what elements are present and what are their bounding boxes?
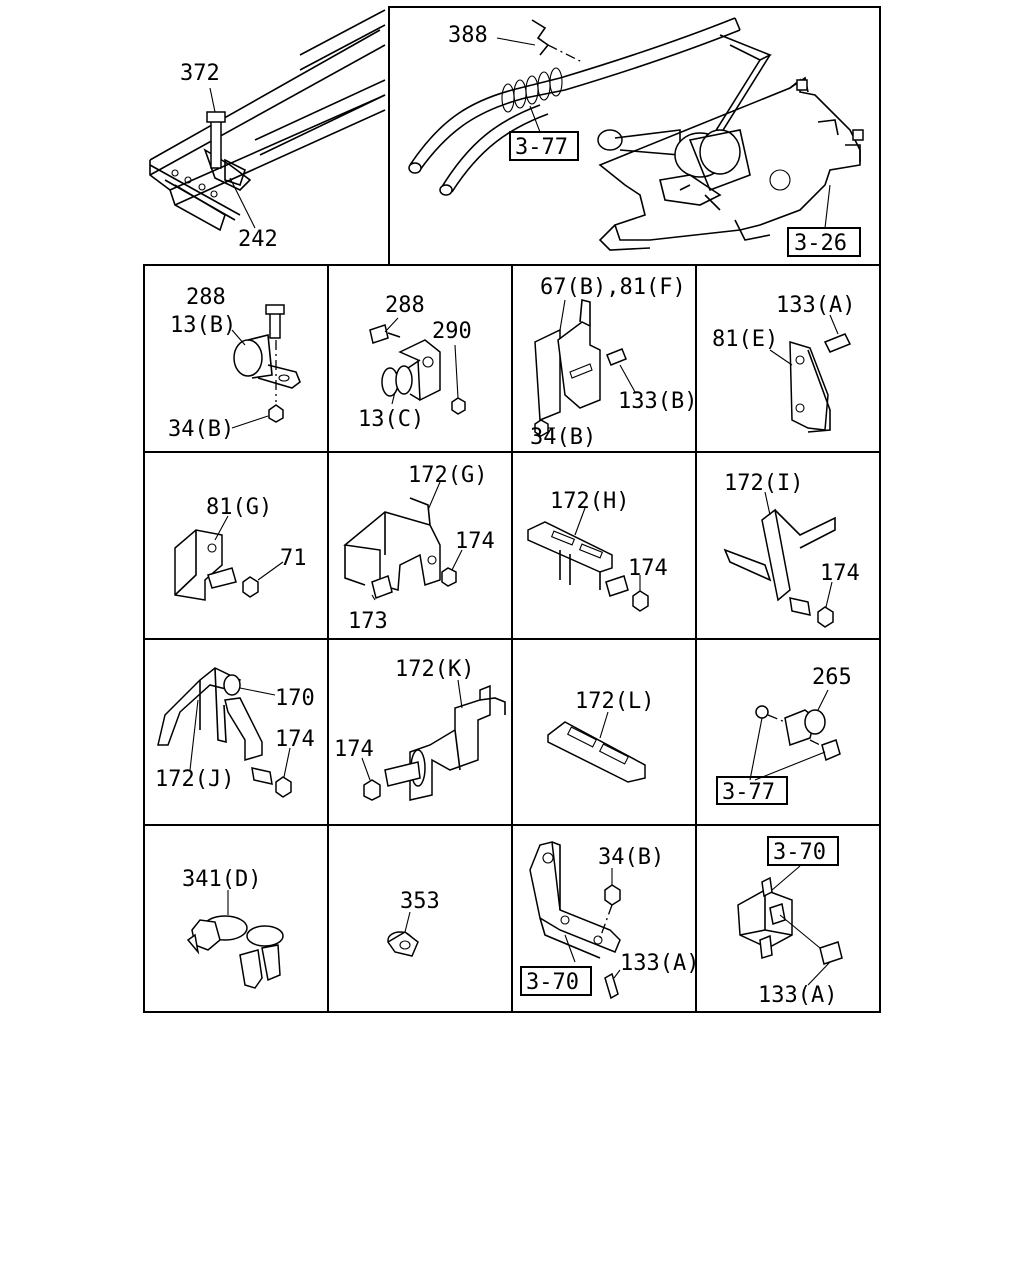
cell1-label-13b: 13(B) (170, 313, 236, 338)
cell1-label-288: 288 (186, 285, 226, 310)
top-right-hose-assembly (408, 17, 772, 196)
callout-242: 242 (238, 227, 278, 252)
ref-box-3-77-top (509, 131, 579, 161)
cell7-label-174: 174 (628, 556, 668, 581)
cell15-label-34b: 34(B) (598, 845, 664, 870)
callout-372: 372 (180, 61, 220, 86)
cell5-label-81g: 81(G) (206, 495, 272, 520)
leader-3-77-top (529, 105, 541, 133)
top-right-bracket-plate (597, 76, 864, 251)
cell5-label-71: 71 (280, 546, 307, 571)
ref-3-77-top: 3-77 (515, 135, 568, 160)
ref-box-3-70-cell16 (767, 836, 839, 866)
cell-12-clamp-265 (749, 689, 841, 781)
cell13-label-341d: 341(D) (182, 867, 261, 892)
ref-3-70-cell16: 3-70 (773, 840, 826, 865)
cell3-label-67b-81f: 67(B),81(F) (540, 275, 686, 300)
cell12-label-265: 265 (812, 665, 852, 690)
cell-1-clamp-13b (231, 304, 301, 429)
cell2-label-13c: 13(C) (358, 407, 424, 432)
cell-3-bracket-67b-81f (534, 298, 636, 437)
cell1-label-34b: 34(B) (168, 417, 234, 442)
cell6-label-174: 174 (455, 529, 495, 554)
cell9-label-170: 170 (275, 686, 315, 711)
cell2-label-290: 290 (432, 319, 472, 344)
cell4-label-81e: 81(E) (712, 327, 778, 352)
cell-15-bracket-3-70 (529, 841, 621, 1000)
cell-4-plate-81e (769, 314, 852, 433)
cell-16-bracket-3-70 (737, 865, 843, 986)
cell9-label-174: 174 (275, 727, 315, 752)
leader-388 (496, 37, 536, 46)
cell14-label-353: 353 (400, 889, 440, 914)
cell15-label-133a: 133(A) (620, 951, 699, 976)
ref-3-26: 3-26 (794, 231, 847, 256)
cell-2-clamp-13c (369, 317, 466, 415)
callout-388: 388 (448, 23, 488, 48)
cell2-label-288: 288 (385, 293, 425, 318)
cell6-label-173: 173 (348, 609, 388, 634)
ref-box-3-70-cell15 (520, 966, 592, 996)
ref-box-3-26 (787, 227, 861, 257)
cell10-label-174: 174 (334, 737, 374, 762)
cell-10-bracket-172k (361, 679, 506, 801)
parts-grid (143, 264, 881, 1013)
separator-symbol-388 (531, 19, 550, 56)
ref-box-3-77-cell12 (716, 776, 788, 805)
ref-3-70-cell15: 3-70 (526, 970, 579, 995)
cell9-label-172j: 172(J) (155, 767, 234, 792)
cell6-label-172g: 172(G) (408, 463, 487, 488)
cell-5-bracket-81g (174, 515, 284, 601)
cell-6-bracket-172g (343, 481, 463, 601)
top-left-frame-drawing (149, 9, 386, 232)
cell3-label-133b: 133(B) (618, 389, 697, 414)
cell-9-bracket-172j (157, 667, 292, 798)
cell3-label-34b: 34(B) (530, 425, 596, 450)
leader-3-26 (824, 184, 831, 229)
cell16-label-133a: 133(A) (758, 983, 837, 1008)
cell8-label-172i: 172(I) (724, 471, 803, 496)
cell10-label-172k: 172(K) (395, 657, 474, 682)
ref-dash-line-388 (547, 44, 583, 63)
cell8-label-174: 174 (820, 561, 860, 586)
cell-13-clip-341d (186, 890, 284, 989)
top-left-leader-lines (209, 87, 256, 229)
cell-11-plate-172l (547, 711, 646, 783)
hose-clamp-wrap (501, 67, 563, 113)
cell-7-bracket-172h (527, 507, 649, 612)
cell-14-clip-353 (386, 911, 419, 957)
cell-8-bracket-172i (723, 491, 836, 628)
cell7-label-172h: 172(H) (550, 489, 629, 514)
ref-3-77-cell12: 3-77 (722, 780, 775, 805)
cell4-label-133a: 133(A) (776, 293, 855, 318)
cell11-label-172l: 172(L) (575, 689, 654, 714)
